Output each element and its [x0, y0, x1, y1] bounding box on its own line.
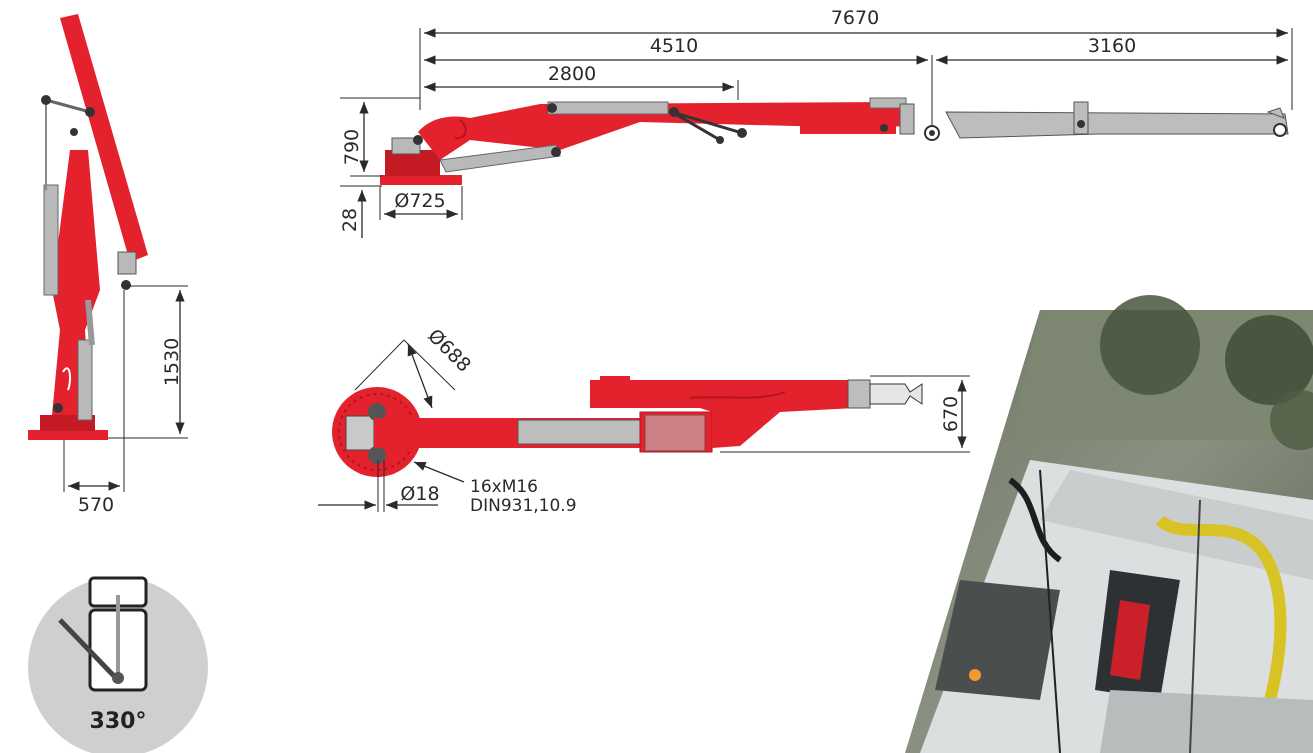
dimension-570: 570: [63, 290, 125, 516]
top-view-boom: [590, 380, 855, 448]
inner-boom-label: 2800: [548, 63, 596, 85]
hole-dimension: Ø18: [318, 460, 440, 512]
extended-crane-side-view: [380, 97, 940, 185]
base-height-label: 28: [339, 208, 361, 232]
dimension-1530: 1530: [108, 285, 188, 439]
folded-crane-side-view: [28, 14, 148, 440]
folded-boom: [60, 14, 148, 262]
crane-top-view: [332, 376, 923, 477]
bolt-spec-line2: DIN931,10.9: [470, 496, 577, 516]
height-dimensions: 790 28 Ø725: [339, 97, 463, 238]
height-label: 790: [341, 129, 363, 165]
column-offset-label: 570: [78, 494, 114, 516]
crane-base: [28, 430, 108, 440]
bolt-circle-label: Ø688: [423, 325, 475, 377]
bolt-spec-callout: 16xM16 DIN931,10.9: [413, 461, 577, 516]
hole-diameter-label: Ø18: [400, 483, 439, 505]
base-plate: [380, 175, 462, 185]
reach-dimensions: 7670 4510 3160 2800: [419, 7, 1293, 125]
aerial-truck-photo: [905, 295, 1313, 753]
width-label: 670: [940, 396, 962, 432]
total-reach-label: 7670: [831, 7, 879, 29]
lift-height-label: 1530: [161, 338, 183, 386]
main-boom: [418, 102, 905, 160]
hydraulic-reach-label: 4510: [650, 35, 698, 57]
base-diameter-label: Ø725: [394, 190, 445, 212]
bolt-spec-line1: 16xM16: [470, 477, 538, 497]
rotation-icon: 330°: [28, 576, 208, 753]
width-dimension: 670: [720, 375, 970, 453]
manual-extension-label: 3160: [1088, 35, 1136, 57]
crane-column: [52, 150, 100, 415]
manual-extension: [945, 101, 1289, 139]
rotation-angle-label: 330°: [90, 709, 147, 734]
